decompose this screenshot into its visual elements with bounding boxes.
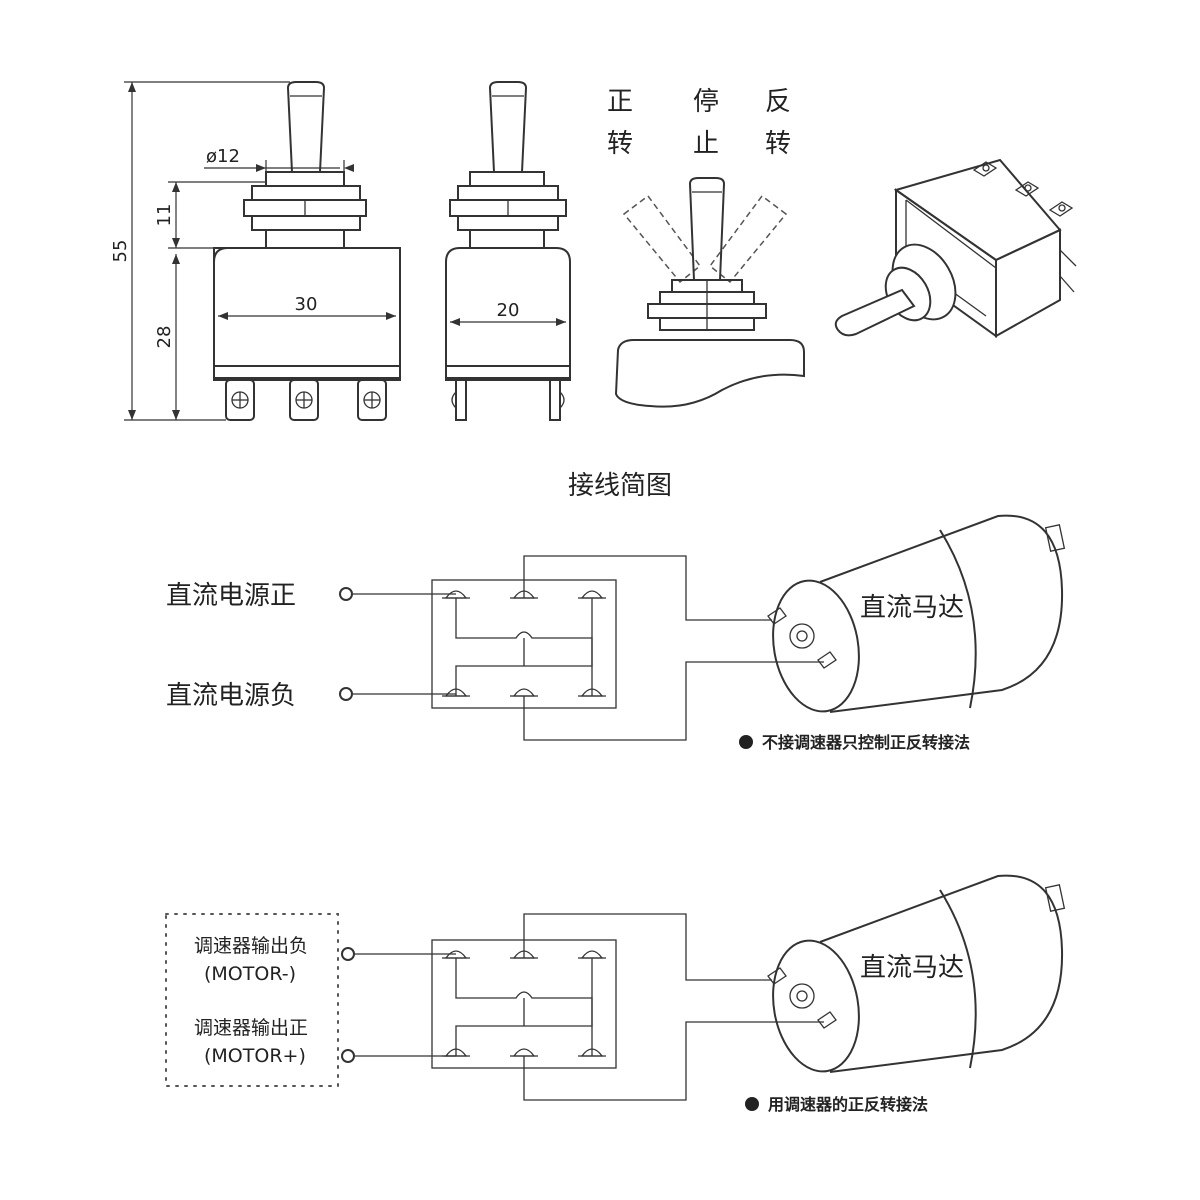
label-reverse-top: 反 <box>765 87 791 117</box>
label-stop-top: 停 <box>693 87 719 117</box>
label-forward-bottom: 转 <box>607 129 633 159</box>
toggle-positions-view: 正 转 停 止 反 转 <box>607 87 805 408</box>
toggle-switch-3d-view <box>834 158 1077 338</box>
toggle-switch-front-view: 30 ø12 55 11 28 <box>110 81 401 421</box>
caption-1: 不接调速器只控制正反转接法 <box>762 733 970 752</box>
label-forward-top: 正 <box>607 87 633 117</box>
wiring-diagram-2: 调速器输出负 (MOTOR-) 调速器输出正 (MOTOR+) 直 <box>165 874 1066 1114</box>
wiring-diagram-1: 直流电源正 直流电源负 直流马达 <box>166 514 1066 752</box>
toggle-switch-side-view: 20 <box>445 81 571 421</box>
label-reverse-bottom: 转 <box>765 129 791 159</box>
terminal-power-negative <box>339 687 353 701</box>
dc-motor-1: 直流马达 <box>767 514 1066 713</box>
dc-motor-2: 直流马达 <box>767 874 1066 1073</box>
label-controller-neg: 调速器输出负 <box>194 935 308 957</box>
dim-height-55: 55 <box>110 240 131 263</box>
label-power-negative: 直流电源负 <box>166 681 296 711</box>
switch-pins-2 <box>442 950 606 1057</box>
motor-label-1: 直流马达 <box>860 593 964 623</box>
label-controller-pos-en: (MOTOR+) <box>204 1045 306 1067</box>
terminal-controller-pos <box>341 1049 355 1063</box>
label-controller-neg-en: (MOTOR-) <box>204 963 296 985</box>
dim-depth-20: 20 <box>497 300 520 321</box>
label-power-positive: 直流电源正 <box>166 581 296 611</box>
dim-height-11: 11 <box>154 204 175 227</box>
wiring-title: 接线简图 <box>568 471 672 501</box>
speed-controller-box <box>165 913 339 1087</box>
dim-diameter-12: ø12 <box>206 146 240 167</box>
caption-2: 用调速器的正反转接法 <box>768 1095 928 1114</box>
label-controller-pos: 调速器输出正 <box>194 1017 308 1039</box>
terminal-power-positive <box>339 587 353 601</box>
terminal-controller-neg <box>341 947 355 961</box>
dim-height-28: 28 <box>154 326 175 349</box>
label-stop-bottom: 止 <box>693 129 719 159</box>
dim-width-30: 30 <box>295 294 318 315</box>
motor-label-2: 直流马达 <box>860 953 964 983</box>
